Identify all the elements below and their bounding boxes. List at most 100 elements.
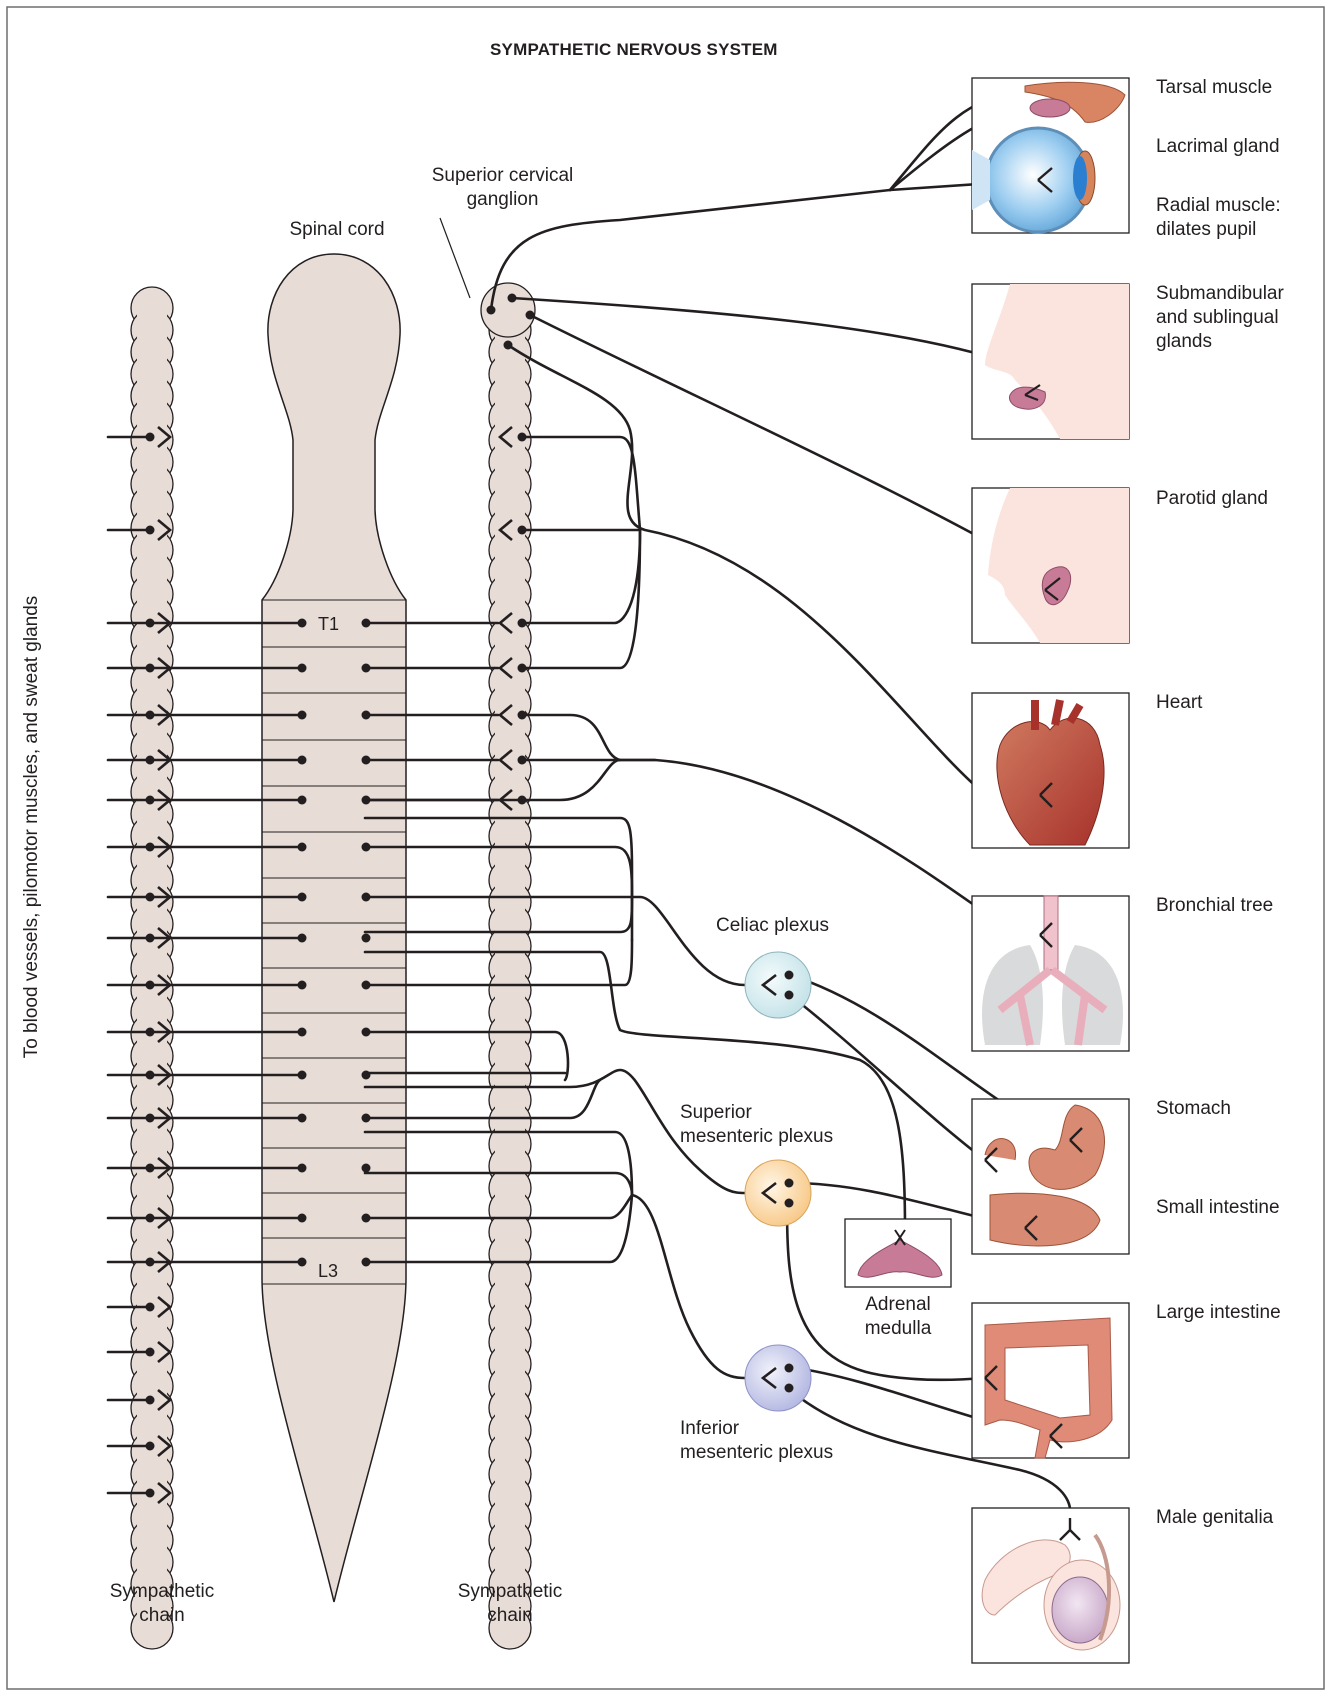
cord-left-dot — [298, 1071, 307, 1080]
ganglion-pointer-line — [440, 218, 470, 298]
cord-right-dot — [362, 1028, 371, 1037]
right-sympathetic-chain — [481, 283, 535, 1649]
cord-right-dot — [362, 1071, 371, 1080]
ganglion-synapse-dot — [487, 306, 496, 315]
target-tarsal-muscle: Tarsal muscle — [1156, 76, 1272, 100]
left-synapse-dot — [146, 526, 155, 535]
cord-left-dot — [298, 711, 307, 720]
cord-left-dot — [298, 934, 307, 943]
left-synapse-dot — [146, 843, 155, 852]
target-large-intestine: Large intestine — [1156, 1301, 1281, 1325]
inferior-mesenteric-plexus — [745, 1345, 811, 1411]
bronchial-panel — [972, 896, 1129, 1051]
right-synapse-dot — [518, 664, 527, 673]
cord-right-dot — [362, 1114, 371, 1123]
diagram-title: SYMPATHETIC NERVOUS SYSTEM — [490, 40, 778, 60]
right-synapse-dot — [518, 433, 527, 442]
cord-right-dot — [362, 893, 371, 902]
left-synapse-dot — [146, 1214, 155, 1223]
eye-panel — [972, 78, 1129, 233]
left-synapse-dot — [146, 1028, 155, 1037]
cord-right-dot — [362, 934, 371, 943]
large-intestine-panel — [972, 1303, 1129, 1458]
adrenal-medulla-illustration — [845, 1219, 951, 1287]
ganglion-synapse-dot — [526, 311, 535, 320]
left-synapse-dot — [146, 756, 155, 765]
cord-right-dot — [362, 1164, 371, 1173]
left-synapse-dot — [146, 1258, 155, 1267]
cord-right-dot — [362, 981, 371, 990]
cord-right-dot — [362, 619, 371, 628]
left-synapse-dot — [146, 1303, 155, 1312]
cord-right-dot — [362, 1214, 371, 1223]
adrenal-medulla-label: Adrenal medulla — [838, 1293, 958, 1341]
cord-right-dot — [362, 1258, 371, 1267]
left-synapse-dot — [146, 1164, 155, 1173]
right-synapse-dot — [518, 711, 527, 720]
cord-left-dot — [298, 1028, 307, 1037]
cord-left-dot — [298, 1164, 307, 1173]
target-male-genitalia: Male genitalia — [1156, 1506, 1273, 1530]
left-synapse-dot — [146, 1489, 155, 1498]
ganglion-synapse-dot — [504, 341, 513, 350]
left-synapse-dot — [146, 1396, 155, 1405]
cord-left-dot — [298, 619, 307, 628]
segment-label-l3: L3 — [318, 1259, 338, 1283]
target-bronchial-tree: Bronchial tree — [1156, 894, 1273, 918]
segment-label-t1: T1 — [318, 612, 339, 636]
cord-right-dot — [362, 756, 371, 765]
left-chain-body — [137, 308, 167, 1632]
superior-cervical-ganglion-label: Superior cervical ganglion — [420, 164, 585, 212]
left-synapse-dot — [146, 1442, 155, 1451]
cord-right-dot — [362, 796, 371, 805]
celiac-plexus — [745, 952, 811, 1018]
cord-left-dot — [298, 796, 307, 805]
cord-right-dot — [362, 711, 371, 720]
right-synapse-dot — [518, 619, 527, 628]
cord-left-dot — [298, 756, 307, 765]
celiac-plexus-label: Celiac plexus — [716, 914, 829, 938]
left-synapse-dot — [146, 1071, 155, 1080]
stomach-intestine-panel — [972, 1099, 1129, 1254]
spinal-cord-label: Spinal cord — [272, 218, 402, 242]
left-synapse-dot — [146, 619, 155, 628]
heart-panel — [972, 693, 1129, 848]
left-synapse-dot — [146, 433, 155, 442]
left-synapse-dot — [146, 981, 155, 990]
left-synapse-dot — [146, 711, 155, 720]
inferior-mesenteric-plexus-label: Inferior mesenteric plexus — [680, 1417, 833, 1465]
cord-right-dot — [362, 664, 371, 673]
cord-left-dot — [298, 893, 307, 902]
cord-right-dot — [362, 843, 371, 852]
superior-mesenteric-plexus-label: Superior mesenteric plexus — [680, 1101, 833, 1149]
target-heart: Heart — [1156, 691, 1202, 715]
cord-left-dot — [298, 1214, 307, 1223]
left-synapse-dot — [146, 1114, 155, 1123]
left-chain-label: Sympathetic chain — [82, 1580, 242, 1628]
right-chain-body — [495, 308, 525, 1632]
spinal-cord — [262, 254, 406, 1602]
genitalia-panel — [972, 1508, 1129, 1663]
left-synapse-dot — [146, 934, 155, 943]
side-label: To blood vessels, pilomotor muscles, and… — [21, 567, 43, 1087]
cord-left-dot — [298, 981, 307, 990]
ganglion-synapse-dot — [508, 294, 517, 303]
cord-left-dot — [298, 843, 307, 852]
target-stomach: Stomach — [1156, 1097, 1231, 1121]
superior-mesenteric-plexus — [745, 1160, 811, 1226]
cord-left-dot — [298, 1114, 307, 1123]
right-synapse-dot — [518, 796, 527, 805]
right-synapse-dot — [518, 756, 527, 765]
target-submandibular: Submandibular and sublingual glands — [1156, 282, 1284, 354]
cord-left-dot — [298, 1258, 307, 1267]
target-lacrimal-gland: Lacrimal gland — [1156, 135, 1280, 159]
target-small-intestine: Small intestine — [1156, 1196, 1280, 1220]
right-synapse-dot — [518, 526, 527, 535]
target-parotid: Parotid gland — [1156, 487, 1268, 511]
left-synapse-dot — [146, 893, 155, 902]
cord-left-dot — [298, 664, 307, 673]
right-chain-label: Sympathetic chain — [430, 1580, 590, 1628]
left-synapse-dot — [146, 796, 155, 805]
left-synapse-dot — [146, 1348, 155, 1357]
